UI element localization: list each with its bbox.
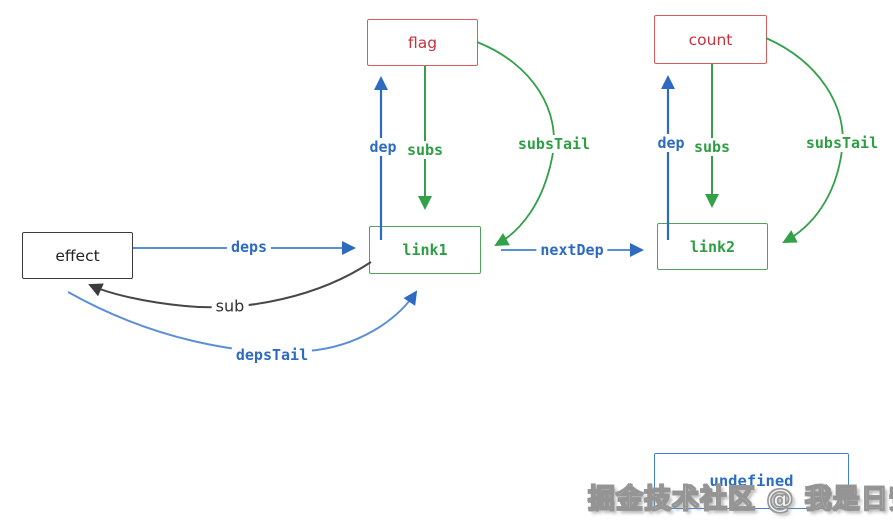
node-link2-label: link2	[689, 237, 736, 256]
node-effect: effect	[22, 232, 133, 279]
node-link1-label: link1	[402, 241, 448, 259]
edge-label-substail-right: subsTail	[801, 134, 883, 152]
edge-label-substail-left: subsTail	[513, 135, 595, 153]
edge-label-subs-right: subs	[689, 138, 735, 156]
node-undefined-label: undefined	[709, 472, 794, 490]
node-link2: link2	[657, 223, 768, 270]
node-undefined: undefined	[654, 453, 849, 509]
node-count-label: count	[688, 30, 733, 49]
edge-label-dep-right: dep	[653, 134, 689, 152]
edge-label-deps: deps	[226, 238, 272, 256]
watermark-text: 掘金技术社区 @ 我是日安	[588, 484, 893, 516]
edge-label-subs-left: subs	[402, 141, 448, 159]
node-flag-label: flag	[407, 33, 438, 52]
node-effect-label: effect	[55, 246, 100, 265]
node-count: count	[654, 15, 767, 64]
edge-substail-left-arrow	[476, 41, 555, 246]
node-link1: link1	[369, 226, 481, 274]
edge-label-sub: sub	[211, 296, 249, 316]
edge-label-dep-left: dep	[365, 138, 401, 156]
edge-label-nextdep: nextDep	[536, 241, 608, 259]
edge-label-depstail: depsTail	[231, 346, 313, 364]
edge-sub-arrow	[88, 261, 372, 309]
node-flag: flag	[367, 19, 478, 66]
